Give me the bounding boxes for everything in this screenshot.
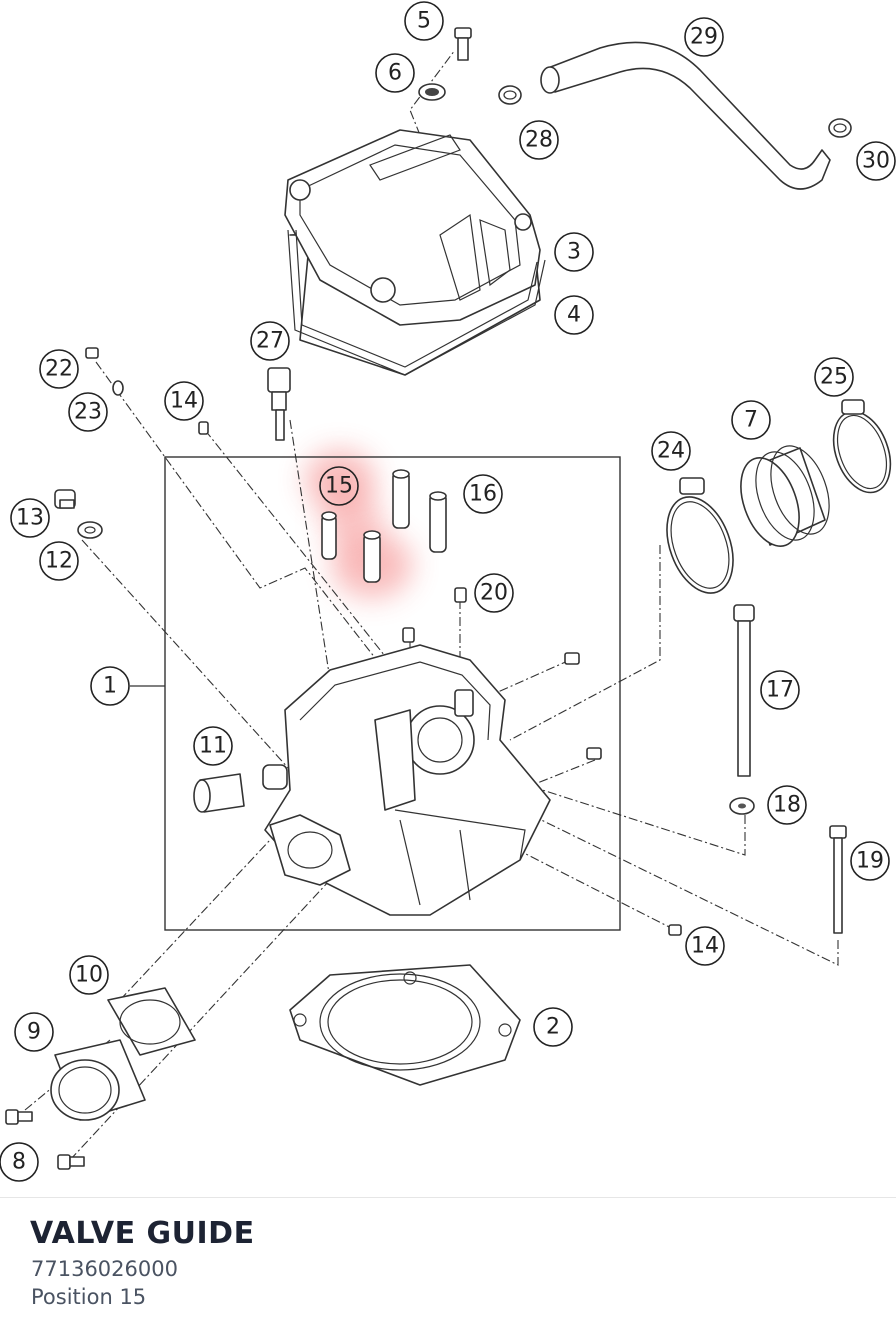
callout-7: 7 xyxy=(731,400,771,440)
svg-text:30: 30 xyxy=(862,149,890,174)
svg-text:9: 9 xyxy=(27,1020,41,1045)
svg-text:29: 29 xyxy=(690,25,718,50)
plug-13 xyxy=(54,489,76,509)
callout-30: 30 xyxy=(856,141,896,181)
callout-24: 24 xyxy=(651,431,691,471)
callout-20: 20 xyxy=(474,573,514,613)
callout-27: 27 xyxy=(250,321,290,361)
svg-text:24: 24 xyxy=(657,439,685,464)
callout-29: 29 xyxy=(684,17,724,57)
svg-text:5: 5 xyxy=(417,9,431,34)
temperature-sensor xyxy=(267,367,291,441)
svg-text:8: 8 xyxy=(12,1150,26,1175)
head-gasket xyxy=(289,964,521,1086)
valve-cover xyxy=(284,129,541,376)
callout-18: 18 xyxy=(767,785,807,825)
callout-23: 23 xyxy=(68,392,108,432)
leader-lines xyxy=(24,49,839,1161)
svg-text:18: 18 xyxy=(773,793,801,818)
svg-text:22: 22 xyxy=(45,357,73,382)
callout-1: 1 xyxy=(90,666,130,706)
svg-text:14: 14 xyxy=(691,934,719,959)
svg-text:7: 7 xyxy=(744,408,758,433)
long-bolt-17 xyxy=(733,604,755,777)
seal-12 xyxy=(77,521,103,539)
svg-text:27: 27 xyxy=(256,329,284,354)
callout-2: 2 xyxy=(533,1007,573,1047)
callout-11: 11 xyxy=(193,726,233,766)
cylinder-head xyxy=(262,644,551,916)
svg-text:6: 6 xyxy=(388,61,402,86)
callout-19: 19 xyxy=(850,841,890,881)
svg-text:23: 23 xyxy=(74,400,102,425)
svg-text:3: 3 xyxy=(567,240,581,265)
cover-seal xyxy=(418,83,446,101)
svg-text:20: 20 xyxy=(480,581,508,606)
part-position: Position 15 xyxy=(31,1285,147,1309)
callout-28: 28 xyxy=(519,120,559,160)
callout-9: 9 xyxy=(14,1012,54,1052)
intake-sleeve-11 xyxy=(193,773,245,813)
svg-text:4: 4 xyxy=(567,303,581,328)
part-title: VALVE GUIDE xyxy=(30,1216,255,1251)
svg-text:12: 12 xyxy=(45,549,73,574)
svg-text:17: 17 xyxy=(766,678,794,703)
svg-text:28: 28 xyxy=(525,128,553,153)
part-number: 77136026000 xyxy=(31,1257,178,1281)
callout-14-top: 14 xyxy=(164,381,204,421)
intake-flange-9 xyxy=(50,1039,146,1121)
hose-clamp-28 xyxy=(498,85,522,105)
valve-guide-16 xyxy=(392,469,447,553)
callout-22: 22 xyxy=(39,349,79,389)
callout-16: 16 xyxy=(463,474,503,514)
clamp-24 xyxy=(666,477,734,594)
small-fastener-22 xyxy=(85,347,99,359)
svg-text:13: 13 xyxy=(16,506,44,531)
callout-4: 4 xyxy=(554,295,594,335)
svg-text:15: 15 xyxy=(325,474,353,499)
long-bolt-19 xyxy=(829,825,847,934)
callout-8: 8 xyxy=(0,1142,39,1182)
svg-text:1: 1 xyxy=(103,674,117,699)
callout-25: 25 xyxy=(814,357,854,397)
hose-clamp-30 xyxy=(828,118,852,138)
callout-3: 3 xyxy=(554,232,594,272)
callout-12: 12 xyxy=(39,541,79,581)
callout-15: 15 xyxy=(319,466,359,506)
cylinder-head-frame xyxy=(164,456,621,931)
svg-text:19: 19 xyxy=(856,849,884,874)
callout-17: 17 xyxy=(760,670,800,710)
callout-labels: 1 2 3 4 5 6 7 8 9 10 11 12 13 14 14 15 1… xyxy=(0,1,896,1182)
intake-boot-7 xyxy=(740,445,830,547)
callout-10: 10 xyxy=(69,955,109,995)
washer-18 xyxy=(729,797,755,815)
exploded-parts-diagram: 1 2 3 4 5 6 7 8 9 10 11 12 13 14 14 15 1… xyxy=(0,1,896,1182)
screw-20 xyxy=(402,587,602,760)
valve-guide-15 xyxy=(321,511,381,583)
svg-text:10: 10 xyxy=(75,963,103,988)
part-info-panel: VALVE GUIDE 77136026000 Position 15 xyxy=(0,1197,896,1336)
svg-text:25: 25 xyxy=(820,365,848,390)
svg-text:2: 2 xyxy=(546,1015,560,1040)
clamp-25 xyxy=(832,399,892,494)
flange-bolts-8 xyxy=(5,1109,85,1170)
stud-14-bottom xyxy=(668,924,682,936)
washer-23 xyxy=(112,380,124,396)
breather-hose xyxy=(540,41,831,190)
svg-text:14: 14 xyxy=(170,389,198,414)
callout-14-bottom: 14 xyxy=(685,926,725,966)
svg-text:16: 16 xyxy=(469,482,497,507)
valve-cover-gasket xyxy=(287,229,546,376)
callout-6: 6 xyxy=(375,53,415,93)
callout-5: 5 xyxy=(404,1,444,41)
cover-bolt xyxy=(454,27,472,61)
svg-text:11: 11 xyxy=(199,734,227,759)
flange-gasket-10 xyxy=(107,987,196,1056)
stud-14-top xyxy=(198,421,209,435)
callout-13: 13 xyxy=(10,498,50,538)
